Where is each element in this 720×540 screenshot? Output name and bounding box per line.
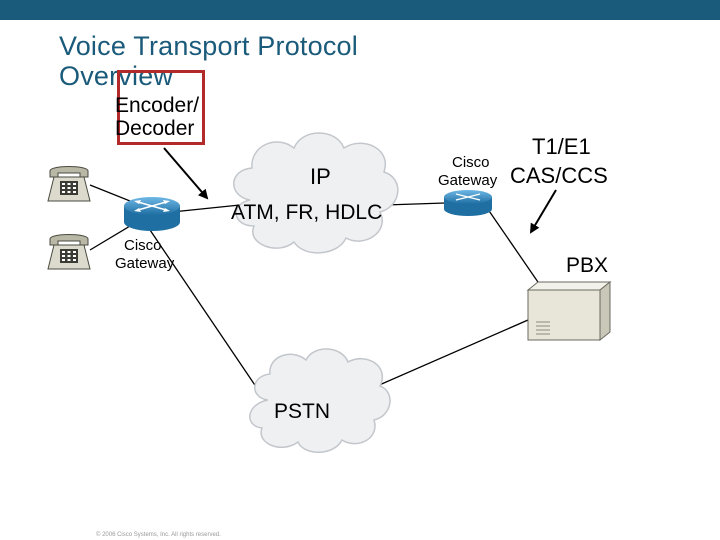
right-gateway-line-2: Gateway — [438, 172, 498, 189]
link-router-pbx — [484, 204, 541, 286]
link-router-pstn — [149, 229, 266, 401]
encoder-decoder-label: Encoder/ Decoder — [115, 94, 199, 140]
t1e1-label: T1/E1 — [532, 134, 591, 159]
encoder-highlight-box — [117, 70, 205, 145]
pbx-icon — [526, 280, 612, 342]
pstn-cloud-icon — [249, 348, 391, 453]
pbx-label: PBX — [566, 254, 609, 277]
ip-transport-label: ATM, FR, HDLC — [231, 201, 383, 224]
left-gateway-line-2: Gateway — [115, 255, 175, 272]
right-gateway-label: Cisco Gateway — [438, 154, 497, 190]
link-ipcloud-router — [384, 202, 446, 206]
title-line-1: Voice Transport Protocol — [59, 31, 358, 61]
title-line-2: Overview — [59, 61, 174, 91]
left-gateway-line-1: Cisco — [124, 237, 162, 254]
right-gateway-line-1: Cisco — [452, 154, 490, 171]
top-banner — [0, 0, 720, 20]
encoder-label-line-1: Encoder/ — [115, 94, 200, 117]
copyright-notice: © 2006 Cisco Systems, Inc. All rights re… — [96, 532, 221, 538]
ip-cloud-label: IP — [310, 164, 331, 189]
left-gateway-label: Cisco Gateway — [115, 237, 174, 273]
pstn-cloud-label: PSTN — [274, 400, 331, 423]
arrow-encoder-to-router — [163, 147, 209, 200]
telephone-icon — [47, 166, 91, 202]
encoder-label-line-2: Decoder — [115, 117, 195, 140]
cas-ccs-label: CAS/CCS — [510, 163, 608, 188]
slide-title: Voice Transport Protocol Overview — [59, 31, 479, 91]
router-icon — [444, 190, 492, 216]
telephone-icon — [47, 234, 91, 270]
arrow-casccs-to-pbx — [529, 189, 557, 234]
link-router-ipcloud — [171, 204, 241, 213]
router-icon — [124, 197, 180, 231]
ip-cloud-icon — [233, 132, 399, 254]
